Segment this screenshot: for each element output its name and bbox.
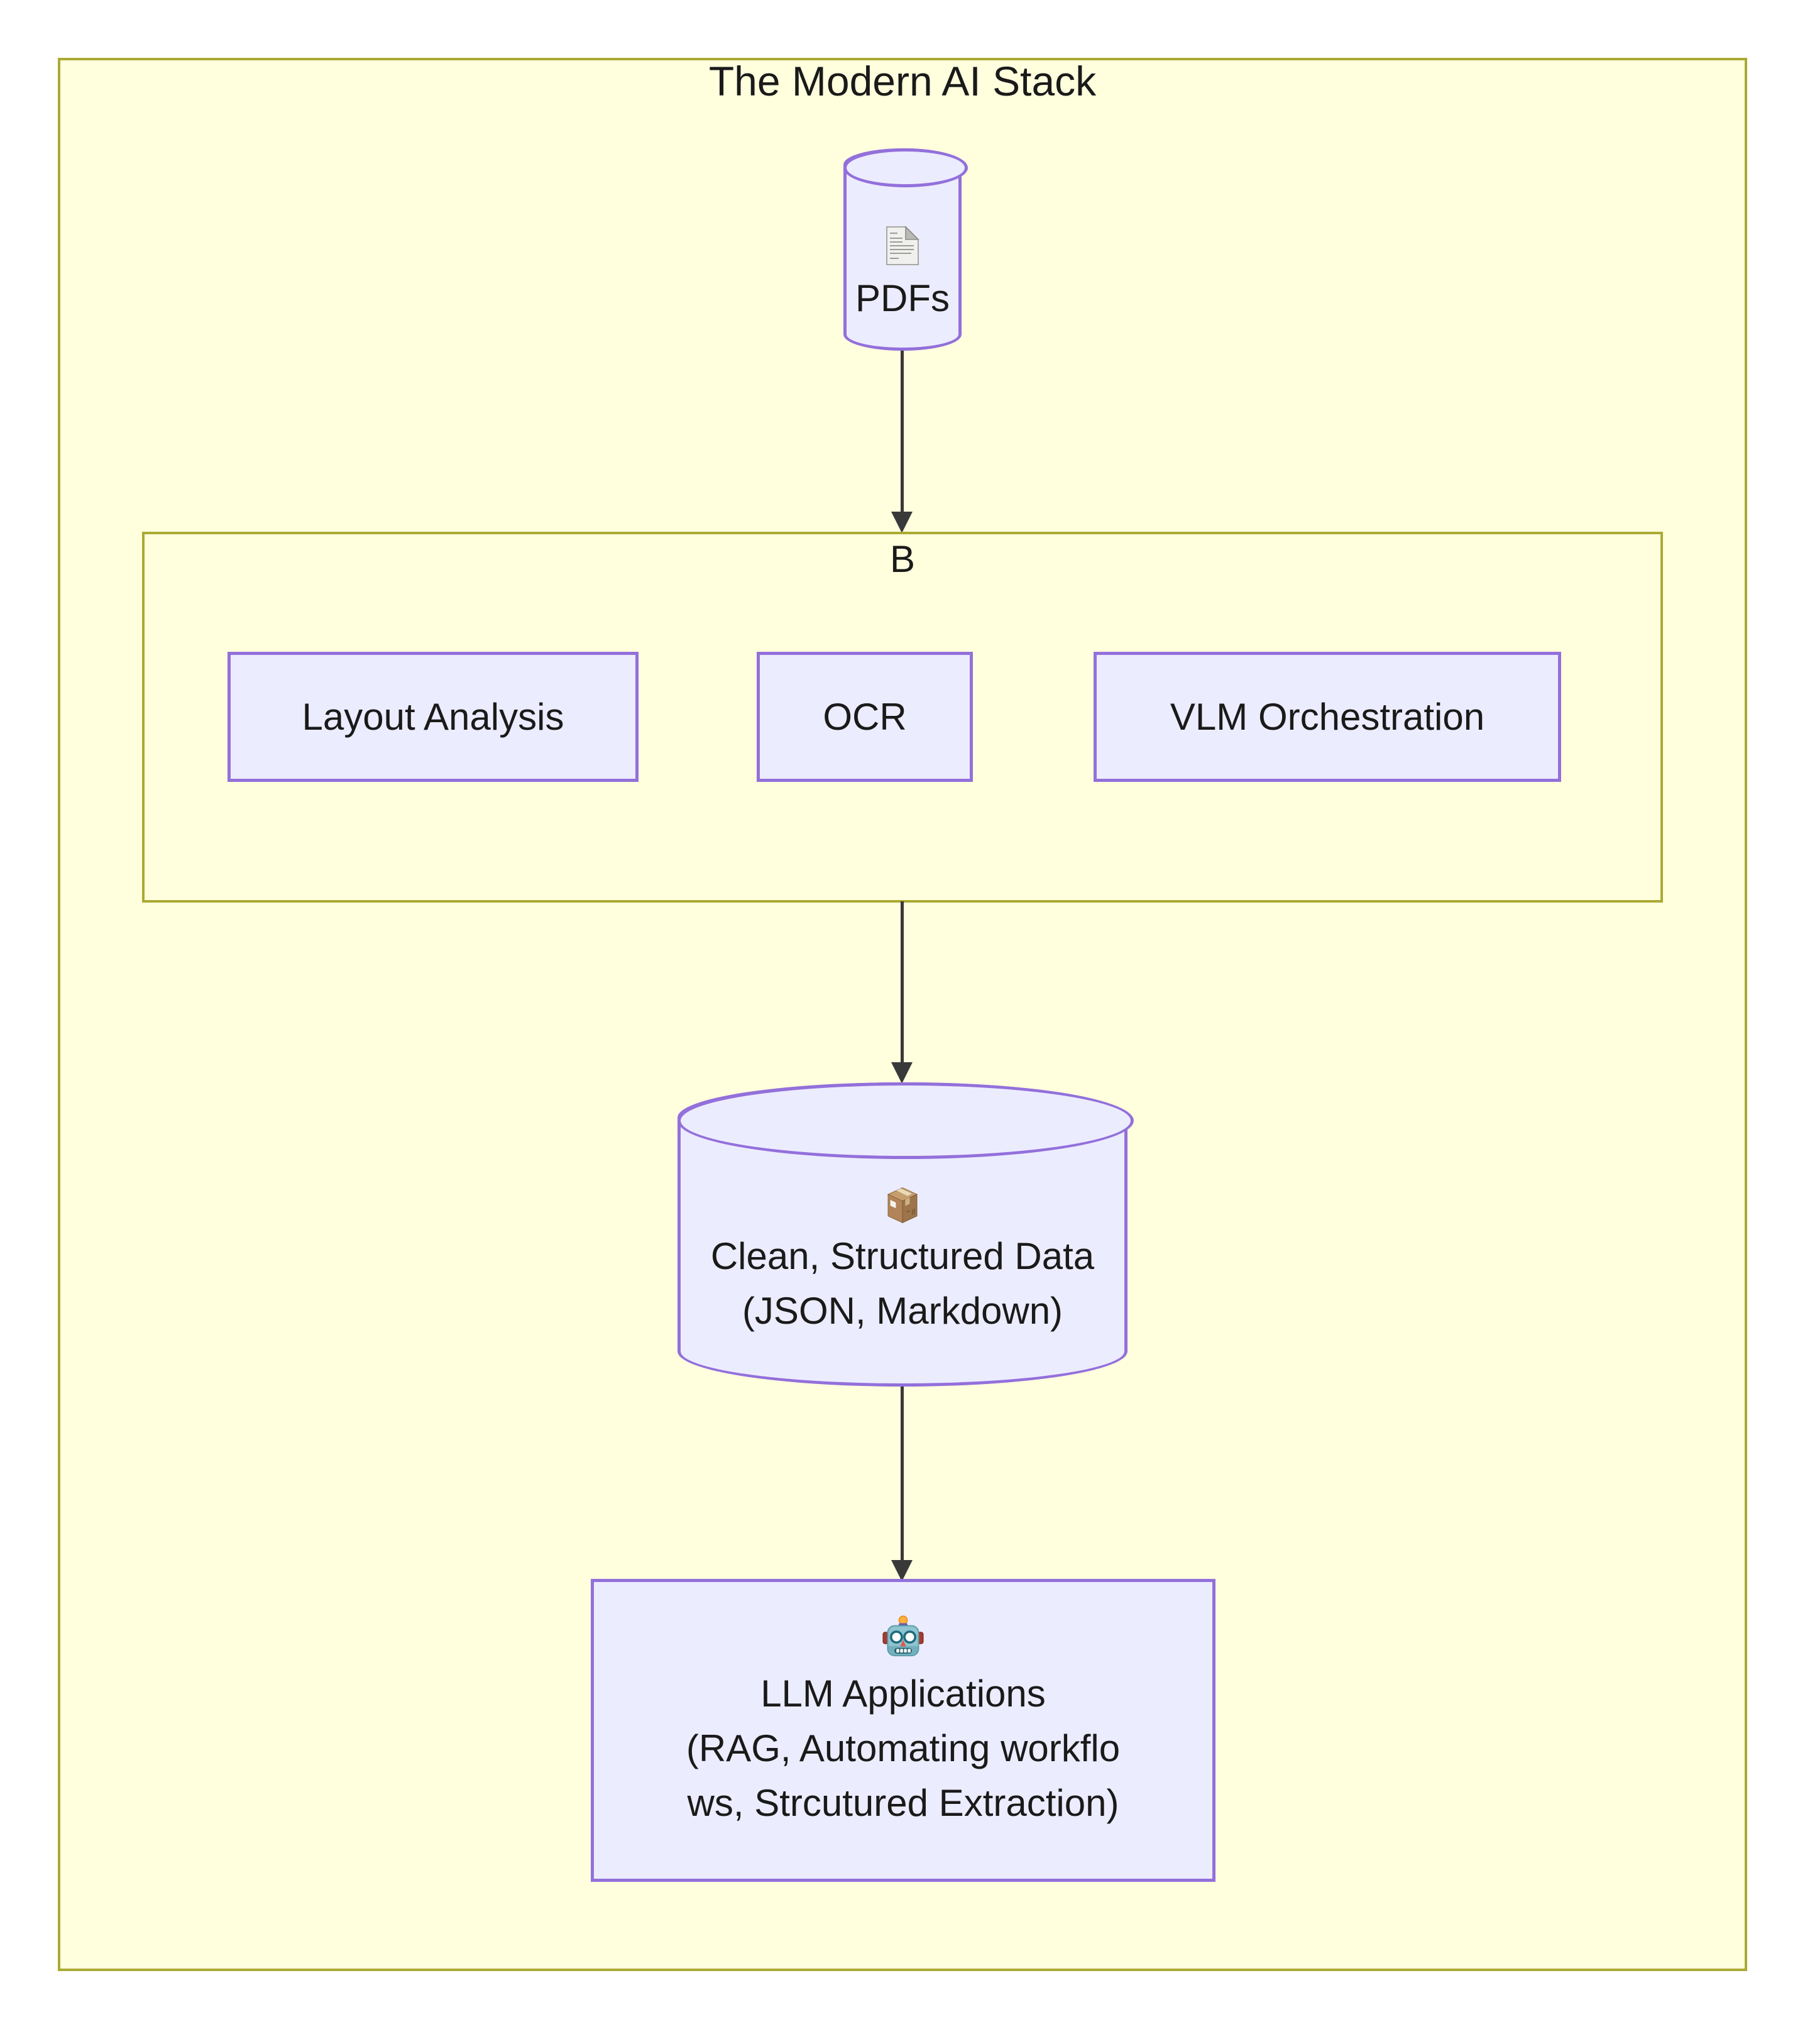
node-label: VLM Orchestration (1170, 696, 1485, 738)
document-icon (886, 226, 919, 265)
node-llm-apps-line3: ws, Strcutured Extraction) (687, 1782, 1119, 1824)
node-ocr: OCR (757, 652, 973, 782)
edge-pdfs-to-b (901, 349, 904, 514)
node-clean-data-line1: Clean, Structured Data (710, 1235, 1095, 1277)
node-llm-applications: LLM Applications (RAG, Automating workfl… (591, 1579, 1215, 1882)
node-pdfs-label: PDFs (855, 277, 950, 319)
node-layout-analysis: Layout Analysis (228, 652, 639, 782)
node-clean-data-line2: (JSON, Markdown) (742, 1290, 1063, 1332)
arrowhead-icon (891, 1560, 913, 1581)
subgraph-b-label: B (889, 538, 916, 580)
node-vlm-orchestration: VLM Orchestration (1094, 652, 1561, 782)
node-llm-apps-line1: LLM Applications (760, 1673, 1046, 1715)
edge-clean-data-to-llm-apps (901, 1387, 904, 1563)
diagram-title: The Modern AI Stack (708, 58, 1097, 104)
package-icon (887, 1187, 918, 1224)
node-label: Layout Analysis (302, 696, 564, 738)
robot-icon (882, 1615, 924, 1657)
node-clean-structured-data: Clean, Structured Data (JSON, Markdown) (678, 1082, 1134, 1387)
arrowhead-icon (891, 1062, 913, 1084)
node-llm-apps-line2: (RAG, Automating workflo (686, 1727, 1121, 1769)
arrowhead-icon (891, 512, 913, 533)
node-pdfs: PDFs (843, 148, 968, 351)
node-label: OCR (823, 696, 907, 738)
edge-b-to-clean-data (901, 901, 904, 1065)
